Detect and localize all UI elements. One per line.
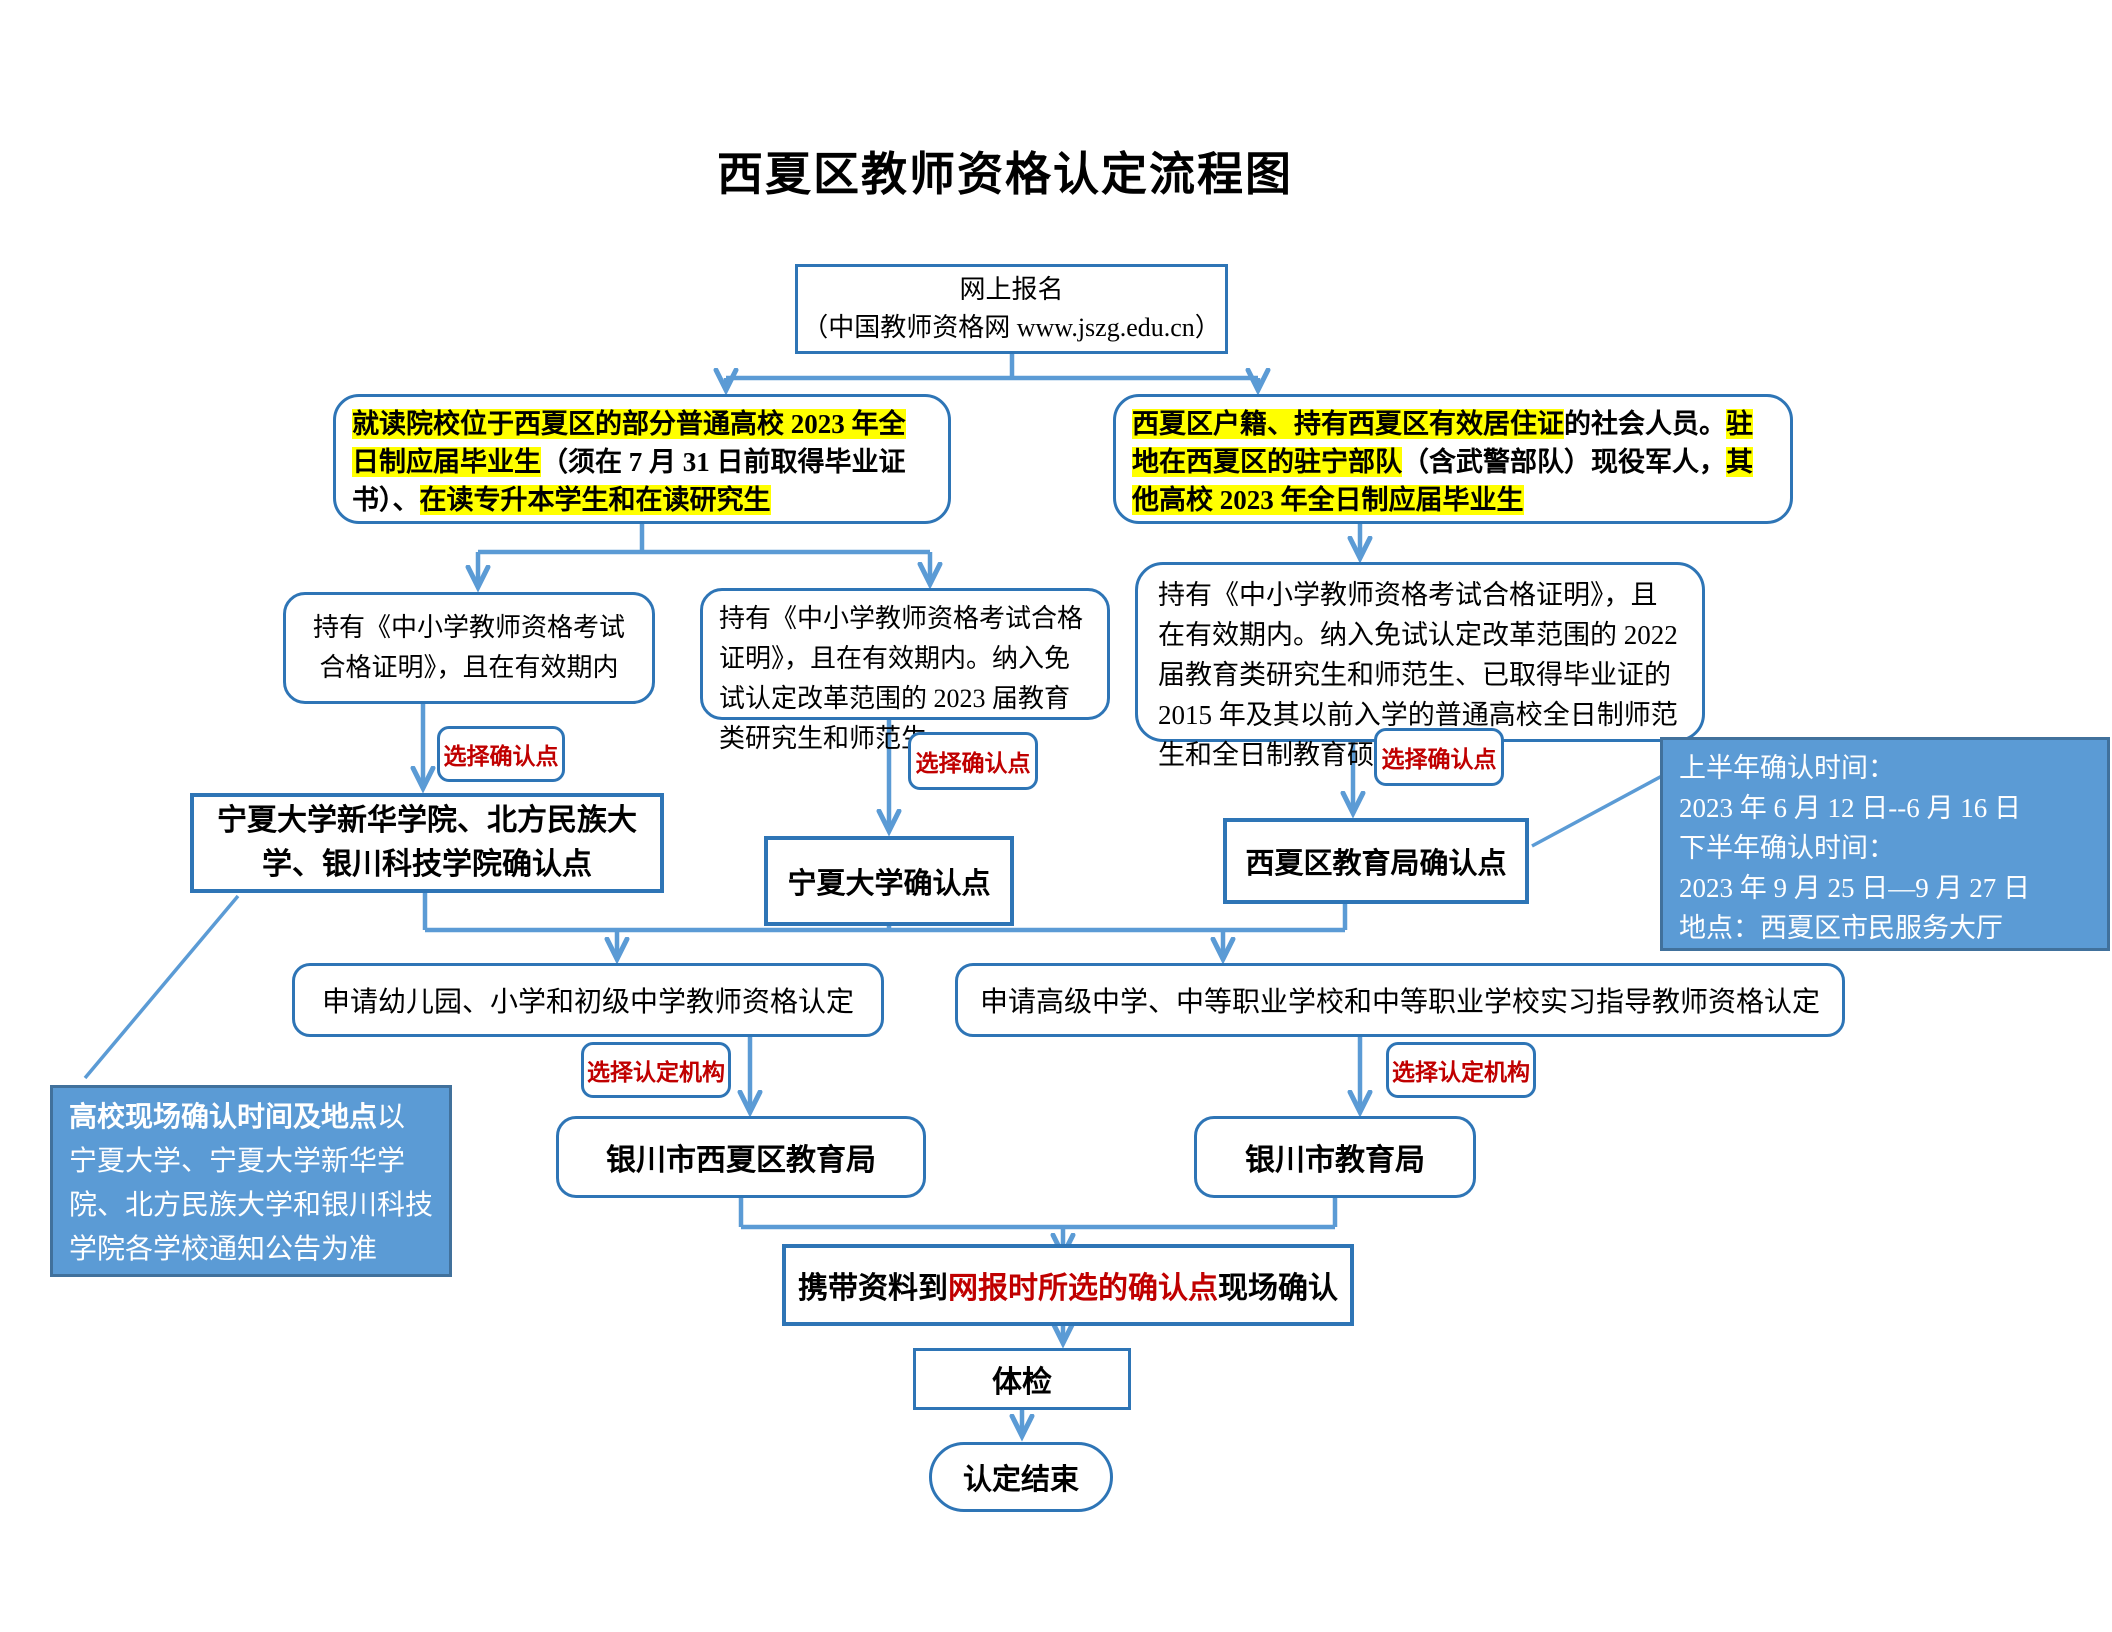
- onsite-text: 携带资料到: [798, 1272, 948, 1305]
- node-bureau-yinchuan: 银川市教育局: [1194, 1116, 1476, 1198]
- label-choose-point-3: 选择确认点: [1374, 728, 1504, 786]
- node-left-candidates: 就读院校位于西夏区的部分普通高校 2023 年全日制应届毕业生（须在 7 月 3…: [333, 394, 951, 524]
- note-line: 2023 年 9 月 25 日—9 月 27 日: [1679, 873, 2030, 903]
- plain-text: （须在 7 月 31 日前取得毕业证书）、: [352, 447, 906, 515]
- note-bold-text: 高校现场确认时间及地点: [69, 1102, 378, 1133]
- label-choose-org-1: 选择认定机构: [581, 1042, 731, 1098]
- note-college-confirm: 高校现场确认时间及地点以宁夏大学、宁夏大学新华学院、北方民族大学和银川科技学院各…: [50, 1085, 452, 1277]
- node-physical-exam: 体检: [913, 1348, 1131, 1410]
- node-cert-left: 持有《中小学教师资格考试合格证明》，且在有效期内: [283, 592, 655, 704]
- node-bureau-xixia: 银川市西夏区教育局: [556, 1116, 926, 1198]
- note-confirm-times: 上半年确认时间： 2023 年 6 月 12 日--6 月 16 日 下半年确认…: [1660, 737, 2110, 951]
- onsite-red-text: 网报时所选的确认点: [948, 1272, 1218, 1305]
- node-apply-secondary: 申请高级中学、中等职业学校和中等职业学校实习指导教师资格认定: [955, 963, 1845, 1037]
- label-choose-org-2: 选择认定机构: [1386, 1042, 1536, 1098]
- node-cert-right: 持有《中小学教师资格考试合格证明》，且在有效期内。纳入免试认定改革范围的 202…: [1135, 562, 1705, 770]
- label-choose-point-1: 选择确认点: [437, 726, 565, 782]
- node-confirm-nxu: 宁夏大学确认点: [764, 836, 1014, 926]
- plain-text: 的社会人员。: [1564, 409, 1726, 439]
- node-end: 认定结束: [929, 1442, 1113, 1512]
- node-cert-mid: 持有《中小学教师资格考试合格证明》，且在有效期内。纳入免试认定改革范围的 202…: [700, 588, 1110, 753]
- note-line: 上半年确认时间：: [1679, 753, 1895, 783]
- online-signup-line2: （中国教师资格网 www.jszg.edu.cn）: [802, 313, 1221, 342]
- highlighted-text: 西夏区户籍、持有西夏区有效居住证: [1132, 409, 1564, 439]
- plain-text: （含武警部队）现役军人，: [1402, 447, 1726, 477]
- node-confirm-edu-bureau: 西夏区教育局确认点: [1223, 818, 1529, 904]
- page-title: 西夏区教师资格认定流程图: [717, 149, 1293, 200]
- note-line: 下半年确认时间：: [1679, 833, 1895, 863]
- node-confirm-colleges: 宁夏大学新华学院、北方民族大学、银川科技学院确认点: [190, 793, 664, 893]
- node-onsite-confirm: 携带资料到网报时所选的确认点现场确认: [782, 1244, 1354, 1326]
- node-right-candidates: 西夏区户籍、持有西夏区有效居住证的社会人员。驻地在西夏区的驻宁部队（含武警部队）…: [1113, 394, 1793, 524]
- note-line: 2023 年 6 月 12 日--6 月 16 日: [1679, 793, 2021, 823]
- node-apply-primary: 申请幼儿园、小学和初级中学教师资格认定: [292, 963, 884, 1037]
- highlighted-text: 在读专升本学生和在读研究生: [419, 485, 771, 515]
- note-line: 地点：西夏区市民服务大厅: [1679, 913, 2003, 943]
- label-choose-point-2: 选择确认点: [908, 732, 1038, 790]
- online-signup-line1: 网上报名: [959, 275, 1064, 304]
- onsite-text: 现场确认: [1218, 1272, 1338, 1305]
- node-online-signup: 网上报名 （中国教师资格网 www.jszg.edu.cn）: [795, 264, 1228, 354]
- note-plain-text: 以宁夏大学、宁夏大学新华学院、北方民族大学和银川科技学院各学校通知公告为准: [69, 1102, 434, 1265]
